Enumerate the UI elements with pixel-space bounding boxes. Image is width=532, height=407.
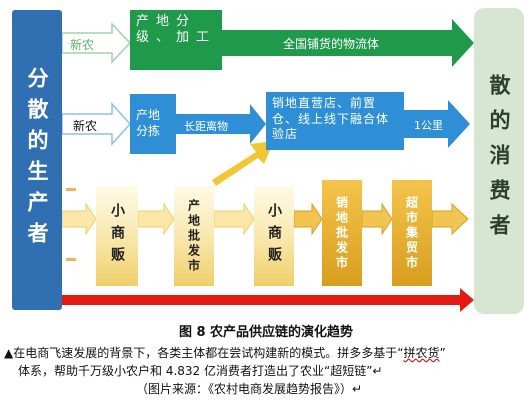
chain-vendor-2: 小商贩	[254, 186, 294, 286]
chain-supermarket: 超市集贸市	[392, 180, 432, 286]
paragraph-line-1: ▲在电商飞速发展的背景下，各类主体都在尝试构建新的模式。拼多多基于“拼农货”	[4, 344, 530, 362]
row2-retail-label: 销地直营店、前置仓、线上线下融合体验店	[272, 96, 390, 142]
paragraph-keyword: 拼农货	[403, 346, 440, 360]
paragraph-line-2: 体系，帮助千万级小农户和 4.832 亿消费者打造出了农业“超短链”↵	[18, 364, 383, 378]
row2-input-label: 新农	[73, 119, 98, 133]
row2-retail-box: 销地直营店、前置仓、线上线下融合体验店	[266, 92, 404, 150]
chain-arrow-6	[431, 202, 469, 236]
paragraph-line-3: （图片来源：《农村电商发展趋势报告》）↵	[136, 382, 363, 396]
row1-input-arrow	[61, 22, 132, 64]
consumers-block: 散的消费者	[474, 8, 524, 314]
producers-label: 分散的生产者	[25, 67, 49, 253]
chain-origin-wholesale-label: 产地批发市	[186, 198, 201, 274]
row1-processing-box: 产地分级、加工	[130, 10, 222, 70]
diagonal-arrow	[212, 141, 274, 186]
chain-arrow-3	[213, 202, 255, 236]
chain-arrow-1	[61, 202, 97, 236]
chain-dest-wholesale-label: 销地批发市	[334, 195, 349, 271]
row1-input-label: 新农	[70, 38, 95, 52]
diagram: 分散的生产者 散的消费者 新农 产地分级、加工 全国铺货的物流体 新农 产地分拣…	[12, 8, 524, 314]
red-bottom-arrow	[62, 288, 474, 312]
figure-caption: 图 8 农产品供应链的演化趋势	[178, 325, 354, 340]
chain-arrow-2	[137, 202, 175, 236]
producers-block: 分散的生产者	[12, 10, 62, 310]
row2-sorting-label: 产地分拣	[136, 108, 161, 138]
chain-origin-wholesale: 产地批发市	[174, 186, 214, 286]
chain-vendor-1-label: 小商贩	[109, 203, 125, 269]
row1-long-arrow	[222, 19, 474, 67]
description-paragraph: ▲在电商飞速发展的背景下，各类主体都在尝试构建新的模式。拼多多基于“拼农货” 体…	[4, 344, 530, 398]
row2-input-arrow	[61, 102, 132, 146]
chain-arrow-4	[293, 202, 323, 236]
row2-sorting-box: 产地分拣	[130, 94, 176, 154]
consumers-label: 散的消费者	[487, 73, 511, 249]
paragraph-line-1-suffix: ”	[439, 346, 446, 360]
chain-vendor-1: 小商贩	[96, 186, 138, 286]
row1-processing-label: 产地分级、加工	[136, 14, 217, 46]
chain-arrow-5	[361, 202, 393, 236]
chain-vendor-2-label: 小商贩	[266, 203, 282, 269]
row2-mid-arrow	[176, 104, 266, 144]
chain-supermarket-label: 超市集贸市	[404, 195, 419, 271]
chain-dest-wholesale: 销地批发市	[322, 180, 362, 286]
arrow-layer	[61, 19, 474, 312]
row2-mid-label: 长距离物	[184, 120, 228, 133]
row2-tail-label: 1公里	[414, 119, 443, 132]
row1-arrow-label: 全国铺货的物流体	[283, 37, 380, 51]
row2-tail-arrow	[404, 100, 470, 148]
paragraph-line-1-prefix: ▲在电商飞速发展的背景下，各类主体都在尝试构建新的模式。拼多多基于“	[4, 346, 404, 360]
left-dashes	[66, 188, 76, 261]
